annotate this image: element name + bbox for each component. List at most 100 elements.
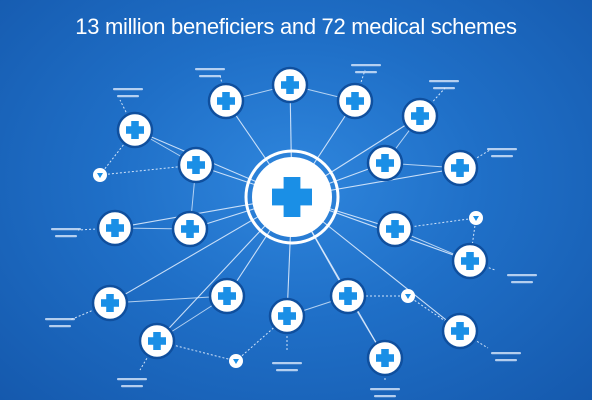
scheme-node	[366, 339, 404, 377]
cross-bar-horizontal	[411, 112, 429, 120]
scheme-node	[171, 210, 209, 248]
caption-mark	[351, 64, 381, 67]
scheme-node	[329, 277, 367, 315]
medical-cross-icon	[148, 332, 166, 350]
caption-mark	[370, 388, 400, 391]
caption-mark	[487, 148, 517, 151]
medical-cross-icon	[187, 156, 205, 174]
medical-cross-icon	[272, 177, 312, 217]
dashed-line	[69, 302, 111, 321]
caption-mark	[199, 75, 221, 78]
medical-cross-icon	[376, 349, 394, 367]
medical-cross-icon	[106, 219, 124, 237]
caption-mark	[491, 352, 521, 355]
scheme-node	[441, 149, 479, 187]
cross-bar-horizontal	[272, 188, 312, 206]
medical-cross-icon	[281, 76, 299, 94]
scheme-node	[271, 66, 309, 104]
small-node	[401, 289, 415, 303]
scheme-node	[91, 284, 129, 322]
medical-cross-icon	[218, 287, 236, 305]
scheme-node	[376, 210, 414, 248]
caption-mark	[355, 71, 377, 74]
arrow-down-icon	[405, 294, 411, 299]
cross-bar-horizontal	[451, 164, 469, 172]
scheme-node	[401, 97, 439, 135]
medical-cross-icon	[451, 159, 469, 177]
caption-mark	[429, 80, 459, 83]
caption-mark	[113, 88, 143, 91]
arrow-down-icon	[233, 359, 239, 364]
caption-marks	[45, 64, 537, 398]
cross-bar-horizontal	[126, 126, 144, 134]
hub-ring	[244, 149, 340, 245]
small-node	[229, 354, 243, 368]
medical-cross-icon	[278, 307, 296, 325]
caption-mark	[491, 155, 513, 158]
medical-cross-icon	[461, 252, 479, 270]
caption-mark	[117, 95, 139, 98]
cross-bar-horizontal	[461, 257, 479, 265]
caption-mark	[374, 395, 396, 398]
caption-mark	[55, 235, 77, 238]
arrow-down-icon	[97, 173, 103, 178]
cross-bar-horizontal	[376, 159, 394, 167]
medical-cross-icon	[217, 92, 235, 110]
caption-mark	[433, 87, 455, 90]
cross-bar-horizontal	[281, 81, 299, 89]
scheme-node	[451, 242, 489, 280]
dashed-line	[156, 340, 237, 362]
scheme-node	[441, 312, 479, 350]
cross-bar-horizontal	[339, 292, 357, 300]
scheme-node	[96, 209, 134, 247]
hub-node	[244, 149, 340, 245]
medical-cross-icon	[386, 220, 404, 238]
small-node	[93, 168, 107, 182]
caption-mark	[117, 378, 147, 381]
cross-bar-horizontal	[218, 292, 236, 300]
scheme-node	[208, 277, 246, 315]
cross-bar-horizontal	[346, 97, 364, 105]
caption-mark	[511, 281, 533, 284]
medical-cross-icon	[346, 92, 364, 110]
medical-cross-icon	[101, 294, 119, 312]
arrow-down-icon	[473, 216, 479, 221]
medical-cross-icon	[451, 322, 469, 340]
cross-bar-horizontal	[181, 225, 199, 233]
caption-mark	[507, 274, 537, 277]
link-line	[109, 295, 228, 304]
caption-mark	[49, 325, 71, 328]
small-node	[469, 211, 483, 225]
caption-mark	[121, 385, 143, 388]
caption-mark	[45, 318, 75, 321]
caption-mark	[195, 68, 225, 71]
scheme-node	[177, 146, 215, 184]
scheme-node	[116, 111, 154, 149]
dashed-line	[99, 129, 136, 176]
cross-bar-horizontal	[376, 354, 394, 362]
cross-bar-horizontal	[148, 337, 166, 345]
medical-cross-icon	[126, 121, 144, 139]
scheme-node	[268, 297, 306, 335]
cross-bar-horizontal	[217, 97, 235, 105]
cross-bar-horizontal	[451, 327, 469, 335]
scheme-node	[366, 144, 404, 182]
medical-cross-icon	[181, 220, 199, 238]
medical-cross-icon	[376, 154, 394, 172]
diagram-title: 13 million beneficiers and 72 medical sc…	[75, 14, 517, 39]
medical-cross-icon	[339, 287, 357, 305]
cross-bar-horizontal	[386, 225, 404, 233]
caption-mark	[276, 369, 298, 372]
cross-bar-horizontal	[278, 312, 296, 320]
scheme-node	[207, 82, 245, 120]
caption-mark	[51, 228, 81, 231]
caption-mark	[495, 359, 517, 362]
caption-mark	[272, 362, 302, 365]
medical-cross-icon	[411, 107, 429, 125]
cross-bar-horizontal	[106, 224, 124, 232]
scheme-node	[336, 82, 374, 120]
scheme-node	[138, 322, 176, 360]
cross-bar-horizontal	[101, 299, 119, 307]
